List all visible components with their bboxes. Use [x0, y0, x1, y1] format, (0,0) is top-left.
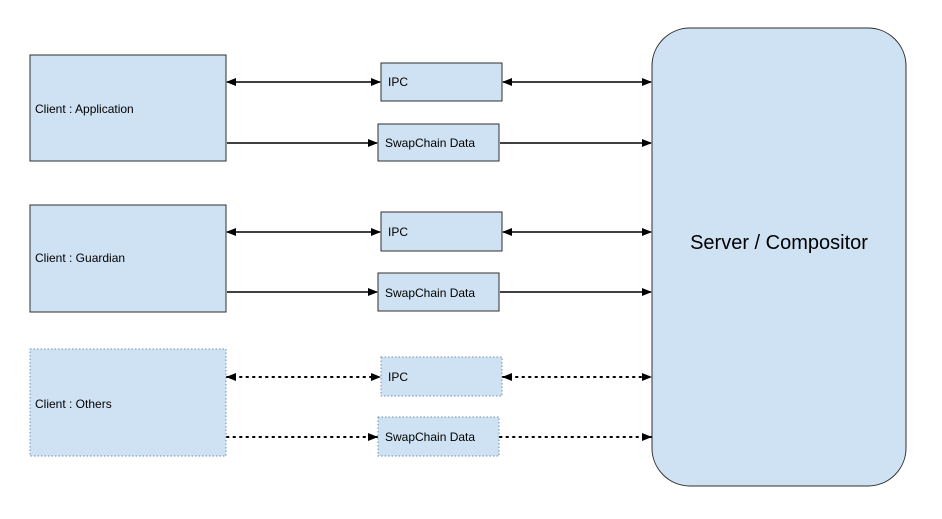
swapchain-label-others: SwapChain Data [385, 430, 475, 444]
client-box-guardian [29, 204, 227, 313]
ipc-label-application: IPC [388, 75, 408, 89]
server-compositor: Server / Compositor [651, 27, 907, 487]
client-label-others: Client : Others [35, 397, 112, 411]
server-box [651, 27, 907, 487]
ipc-box-application [380, 62, 503, 102]
client-others-group: Client : Others IPC SwapChain Data [29, 348, 652, 457]
client-box-others [29, 348, 227, 457]
client-guardian-group: Client : Guardian IPC SwapChain Data [29, 204, 652, 313]
client-label-application: Client : Application [35, 102, 134, 116]
swapchain-label-application: SwapChain Data [385, 136, 475, 150]
server-label: Server / Compositor [690, 232, 868, 254]
swapchain-box-guardian [377, 272, 500, 312]
swapchain-box-application [377, 123, 500, 162]
client-box-application [29, 54, 227, 162]
ipc-box-guardian [380, 211, 503, 252]
swapchain-label-guardian: SwapChain Data [385, 286, 475, 300]
client-label-guardian: Client : Guardian [35, 251, 125, 265]
client-application-group: Client : Application IPC SwapChain Data [29, 54, 652, 162]
ipc-label-guardian: IPC [388, 225, 408, 239]
swapchain-box-others [377, 416, 500, 457]
ipc-label-others: IPC [388, 370, 408, 384]
